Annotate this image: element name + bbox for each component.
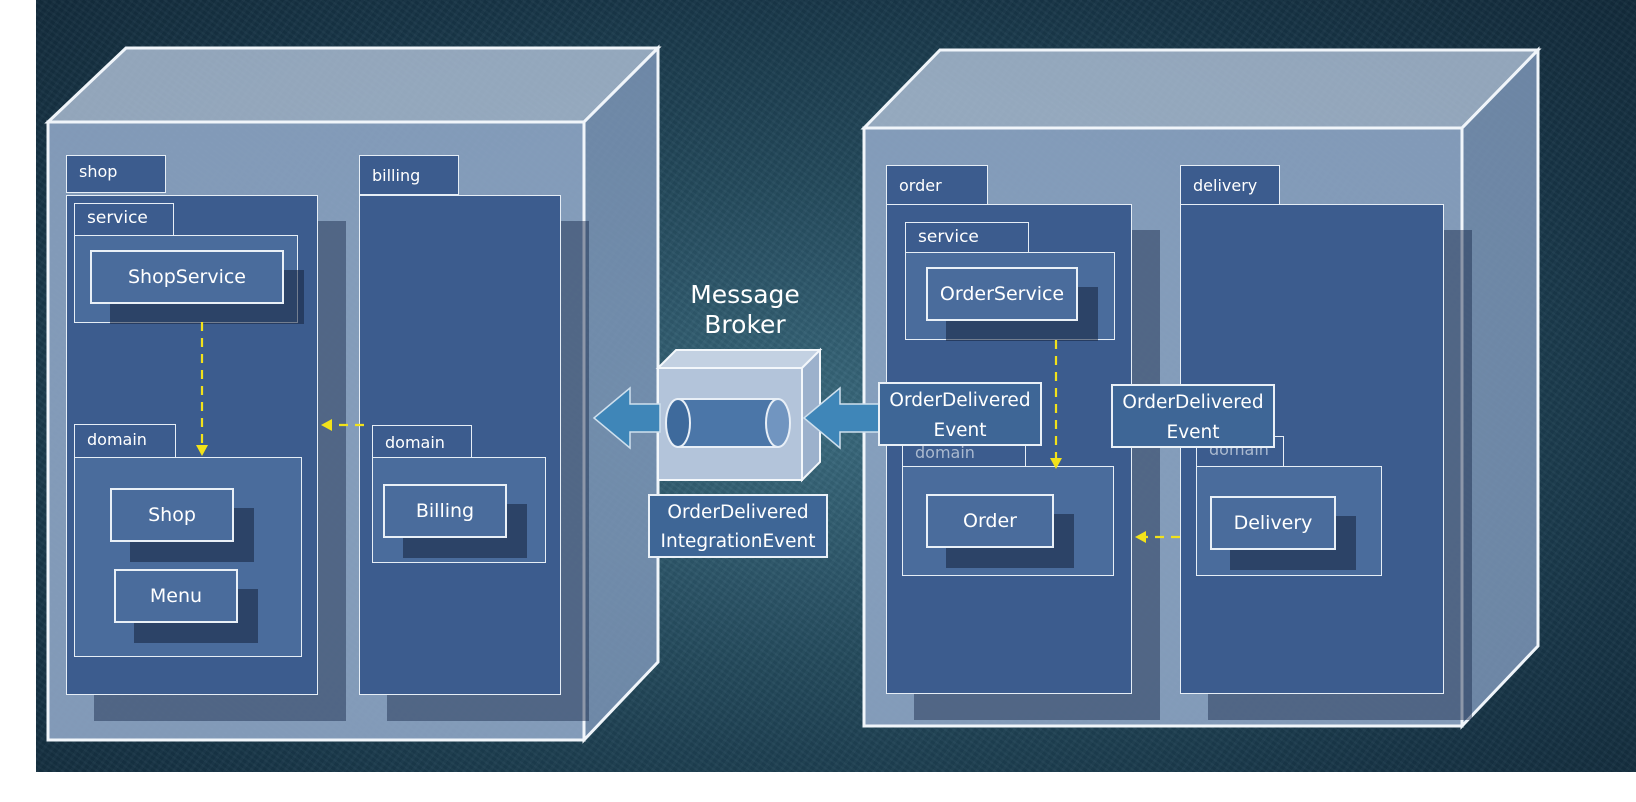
shop-domain-package-tab: domain (74, 424, 176, 458)
delivery-class[interactable]: Delivery (1210, 496, 1336, 550)
message-broker-title-line1: Message (690, 280, 800, 309)
shop-package-tab: shop (66, 155, 166, 193)
billing-domain-package-tab: domain (372, 425, 472, 458)
message-broker-title: Message Broker (670, 280, 820, 340)
shopservice-class[interactable]: ShopService (90, 250, 284, 304)
order-delivered-event-box[interactable]: OrderDelivered Event (878, 382, 1042, 446)
orderservice-class[interactable]: OrderService (926, 267, 1078, 321)
integration-event-line2: IntegrationEvent (660, 531, 816, 552)
billing-class[interactable]: Billing (383, 484, 507, 538)
delivery-package-tab: delivery (1180, 165, 1280, 205)
diagram-canvas: shop service ShopService domain Shop Men… (36, 0, 1636, 772)
order-event-line2: Event (933, 420, 987, 441)
order-service-package-tab: service (905, 222, 1029, 254)
billing-package-tab: billing (359, 155, 459, 195)
message-broker-title-line2: Broker (704, 310, 786, 339)
delivery-event-line2: Event (1166, 422, 1220, 443)
delivery-event-line1: OrderDelivered (1122, 392, 1264, 413)
integration-event-line1: OrderDelivered (667, 502, 809, 523)
shop-class[interactable]: Shop (110, 488, 234, 542)
menu-class[interactable]: Menu (114, 569, 238, 623)
order-event-line1: OrderDelivered (889, 390, 1031, 411)
shop-service-package-tab: service (74, 203, 174, 236)
order-package-tab: order (886, 165, 988, 205)
integration-event-box[interactable]: OrderDelivered IntegrationEvent (648, 494, 828, 558)
shop-domain-package (74, 457, 302, 657)
order-class[interactable]: Order (926, 494, 1054, 548)
delivery-order-delivered-event-box[interactable]: OrderDelivered Event (1111, 384, 1275, 448)
